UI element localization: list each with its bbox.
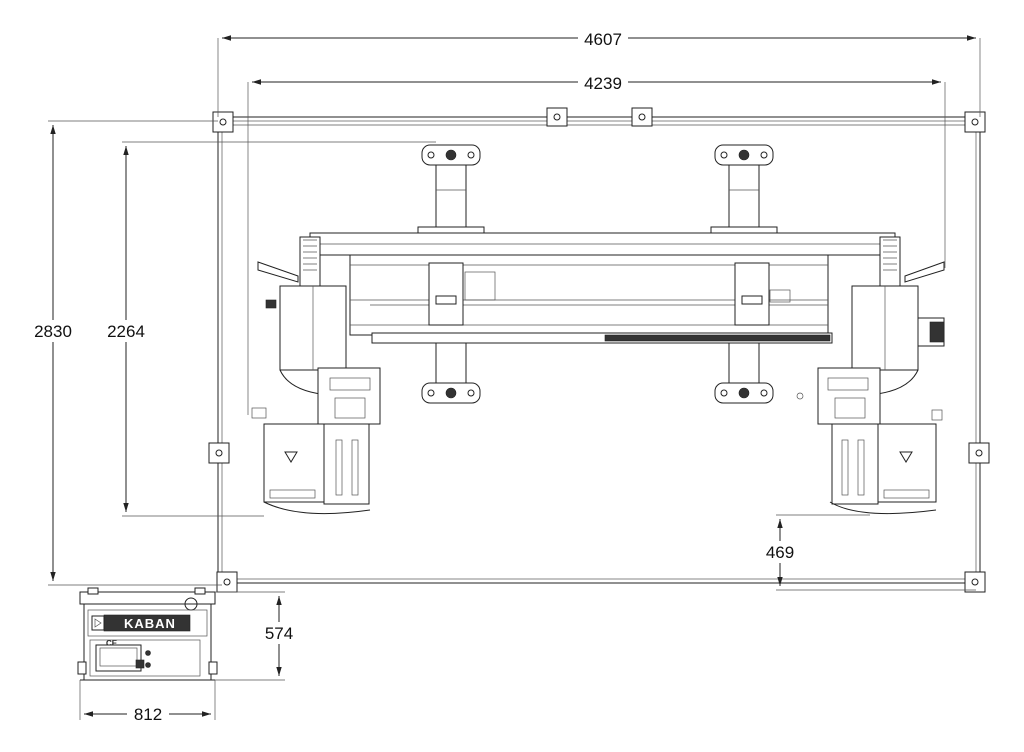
dim-overall-width: 4607	[584, 30, 622, 49]
support-leg	[421, 339, 481, 404]
ce-mark: CE	[106, 639, 118, 648]
fence-post	[964, 571, 986, 593]
control-cabinet: KABAN CE	[77, 587, 218, 681]
fence-post	[212, 111, 234, 133]
right-head-assembly	[796, 236, 945, 515]
machine-top-view	[251, 144, 945, 515]
support-leg	[417, 144, 485, 234]
dim-offset-bottom: 469	[766, 543, 794, 562]
dim-inner-depth: 2264	[107, 322, 145, 341]
safety-fence	[208, 107, 990, 593]
left-head-assembly	[251, 236, 381, 515]
dim-inner-width: 4239	[584, 74, 622, 93]
fence-post	[208, 442, 230, 464]
fence-post	[631, 107, 653, 127]
cabinet-brand: KABAN	[124, 616, 176, 631]
fence-post	[968, 442, 990, 464]
fence-post	[216, 571, 238, 593]
dim-cabinet-width: 812	[134, 705, 162, 724]
dimension-lines	[28, 27, 981, 725]
dim-overall-depth: 2830	[34, 322, 72, 341]
dim-cabinet-height: 574	[265, 624, 293, 643]
main-beam	[309, 232, 896, 344]
fence-post	[546, 107, 568, 127]
fence-post	[964, 111, 986, 133]
support-leg	[714, 339, 774, 404]
support-leg	[710, 144, 778, 234]
